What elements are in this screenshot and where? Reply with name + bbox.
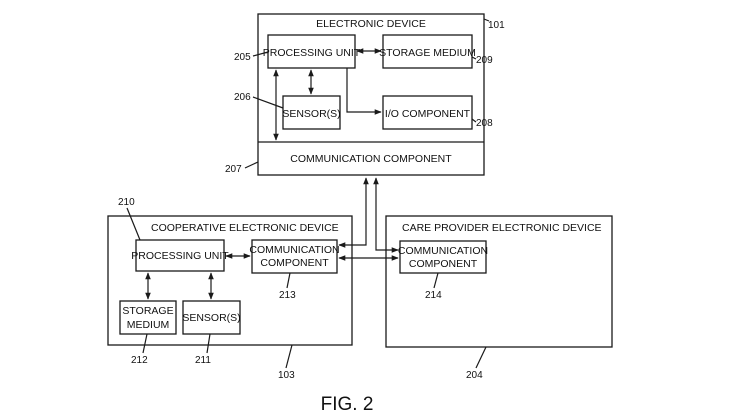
ed-ref-209: 209 [476, 55, 493, 66]
cd-communication-component-box [251, 239, 338, 274]
cd-processing-unit-label: PROCESSING UNIT [131, 250, 229, 262]
cd-communication-label-line2: COMPONENT [260, 257, 329, 269]
ed-storage-medium-box [382, 34, 473, 69]
cp-ref-214-leader [433, 272, 439, 289]
ed-ref-101: 101 [488, 20, 505, 31]
ed-ref-206: 206 [234, 92, 251, 103]
ed-ref-205-leader [252, 51, 269, 57]
ed-processing-unit-box [267, 34, 356, 69]
ed-ref-101-leader [483, 18, 490, 22]
ed-storage-medium-label: STORAGE MEDIUM [379, 47, 476, 59]
ed-communication-component-label: COMMUNICATION COMPONENT [290, 153, 452, 165]
ed-ref-208-leader [471, 118, 477, 123]
ed-sensor-box [282, 95, 341, 130]
ed-ref-209-leader [471, 56, 477, 60]
cp-communication-label-line1: COMMUNICATION [398, 245, 488, 257]
ed-ref-207-leader [244, 161, 259, 169]
cd-ref-103-leader [285, 344, 293, 369]
inter-device-links [338, 177, 399, 261]
cd-storage-label-line2: MEDIUM [127, 319, 170, 331]
cd-sensor-label: SENSOR(S) [182, 312, 240, 324]
cd-storage-label-line1: STORAGE [122, 305, 173, 317]
figure-label: FIG. 2 [321, 394, 374, 415]
cd-ref-103: 103 [278, 370, 295, 381]
cp-communication-label-line2: COMPONENT [409, 258, 478, 270]
cd-ref-213-leader [286, 272, 291, 289]
electronic-device-block: ELECTRONIC DEVICE PROCESSING UNIT STORAG… [225, 13, 505, 176]
link-213-to-207 [338, 177, 369, 248]
ed-ref-208: 208 [476, 118, 493, 129]
cd-ref-210-leader [126, 207, 141, 241]
care-provider-device-box [385, 215, 613, 348]
cd-ref-212-leader [142, 333, 148, 354]
cooperative-device-block: COOPERATIVE ELECTRONIC DEVICE PROCESSING… [107, 197, 353, 381]
ed-io-component-label: I/O COMPONENT [385, 108, 471, 120]
cp-ref-204-leader [475, 346, 487, 369]
cd-ref-211-leader [206, 333, 211, 354]
ed-io-component-box [382, 95, 473, 130]
care-provider-device-block: CARE PROVIDER ELECTRONIC DEVICE COMMUNIC… [385, 215, 613, 381]
ed-ref-205: 205 [234, 52, 251, 63]
cd-sensor-box [182, 300, 241, 335]
cp-communication-component-box [399, 240, 487, 274]
electronic-device-title: ELECTRONIC DEVICE [316, 18, 426, 30]
ed-sensor-label: SENSOR(S) [282, 108, 340, 120]
cp-ref-204: 204 [466, 370, 483, 381]
cd-ref-212: 212 [131, 355, 148, 366]
care-provider-device-title: CARE PROVIDER ELECTRONIC DEVICE [402, 222, 602, 234]
cd-communication-label-line1: COMMUNICATION [249, 244, 339, 256]
cd-ref-210: 210 [118, 197, 135, 208]
cp-ref-214: 214 [425, 290, 442, 301]
ed-processing-unit-label: PROCESSING UNIT [263, 47, 361, 59]
ed-ref-207: 207 [225, 164, 242, 175]
cooperative-device-title: COOPERATIVE ELECTRONIC DEVICE [151, 222, 339, 234]
cd-storage-medium-box [119, 300, 177, 335]
ed-pu-io-connector [346, 68, 382, 115]
cd-processing-unit-box [135, 239, 225, 272]
link-214-to-207 [373, 177, 399, 253]
cd-ref-213: 213 [279, 290, 296, 301]
cd-ref-211: 211 [195, 355, 211, 366]
ed-ref-206-leader [252, 96, 284, 109]
